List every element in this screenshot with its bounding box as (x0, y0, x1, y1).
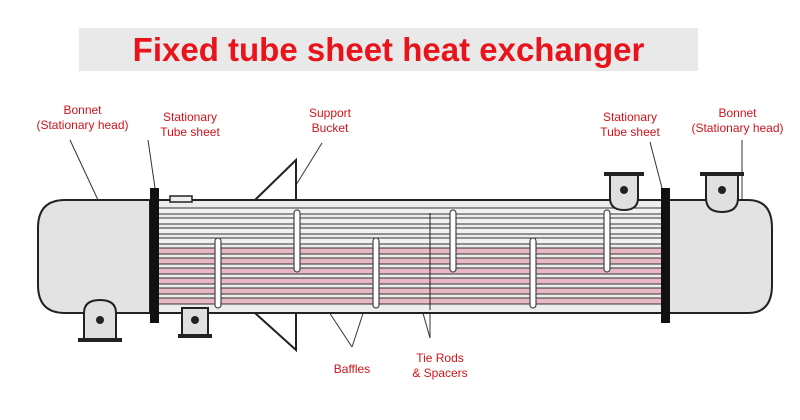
tube (157, 297, 663, 305)
shell (157, 199, 663, 314)
lug-bottom-left (78, 298, 122, 342)
leader-tubesheet-left (147, 139, 156, 189)
title-banner: Fixed tube sheet heat exchanger (79, 28, 698, 71)
baffle (449, 209, 457, 273)
leader-bonnet-left (69, 139, 99, 201)
support-bucket-top (252, 157, 297, 201)
bonnet-right (667, 199, 773, 314)
label-bonnet-left: Bonnet (Stationary head) (36, 103, 129, 132)
label-tie-rods: Tie Rods & Spacers (412, 351, 468, 380)
leader-support-bucket (295, 142, 323, 186)
tube (157, 237, 663, 245)
baffles (214, 209, 611, 309)
baffle (293, 209, 301, 273)
baffle (603, 209, 611, 273)
tube (157, 227, 663, 235)
baffle (214, 237, 222, 309)
tube (157, 277, 663, 285)
tubesheet-right (661, 188, 670, 323)
label-tubesheet-right: Stationary Tube sheet (600, 110, 660, 139)
shell-nozzle (169, 195, 193, 203)
label-support-bucket: Support Bucket (308, 106, 352, 135)
baffle (529, 237, 537, 309)
baffle (372, 237, 380, 309)
tube (157, 287, 663, 295)
leader-tubesheet-right (649, 141, 663, 189)
label-baffles: Baffles (333, 362, 371, 376)
support-bucket-bottom (252, 312, 297, 353)
tube (157, 217, 663, 225)
label-bonnet-right: Bonnet (Stationary head) (691, 106, 784, 135)
bonnet-left (37, 199, 151, 314)
lug-bottom-center (178, 307, 212, 338)
tube (157, 257, 663, 265)
tube (157, 207, 663, 215)
diagram-title: Fixed tube sheet heat exchanger (132, 30, 645, 68)
tube (157, 247, 663, 255)
tube (157, 267, 663, 275)
tubesheet-left (150, 188, 159, 323)
lug-top-right-2 (700, 172, 744, 214)
label-tubesheet-left: Stationary Tube sheet (160, 110, 220, 139)
lug-top-right-1 (604, 172, 644, 212)
